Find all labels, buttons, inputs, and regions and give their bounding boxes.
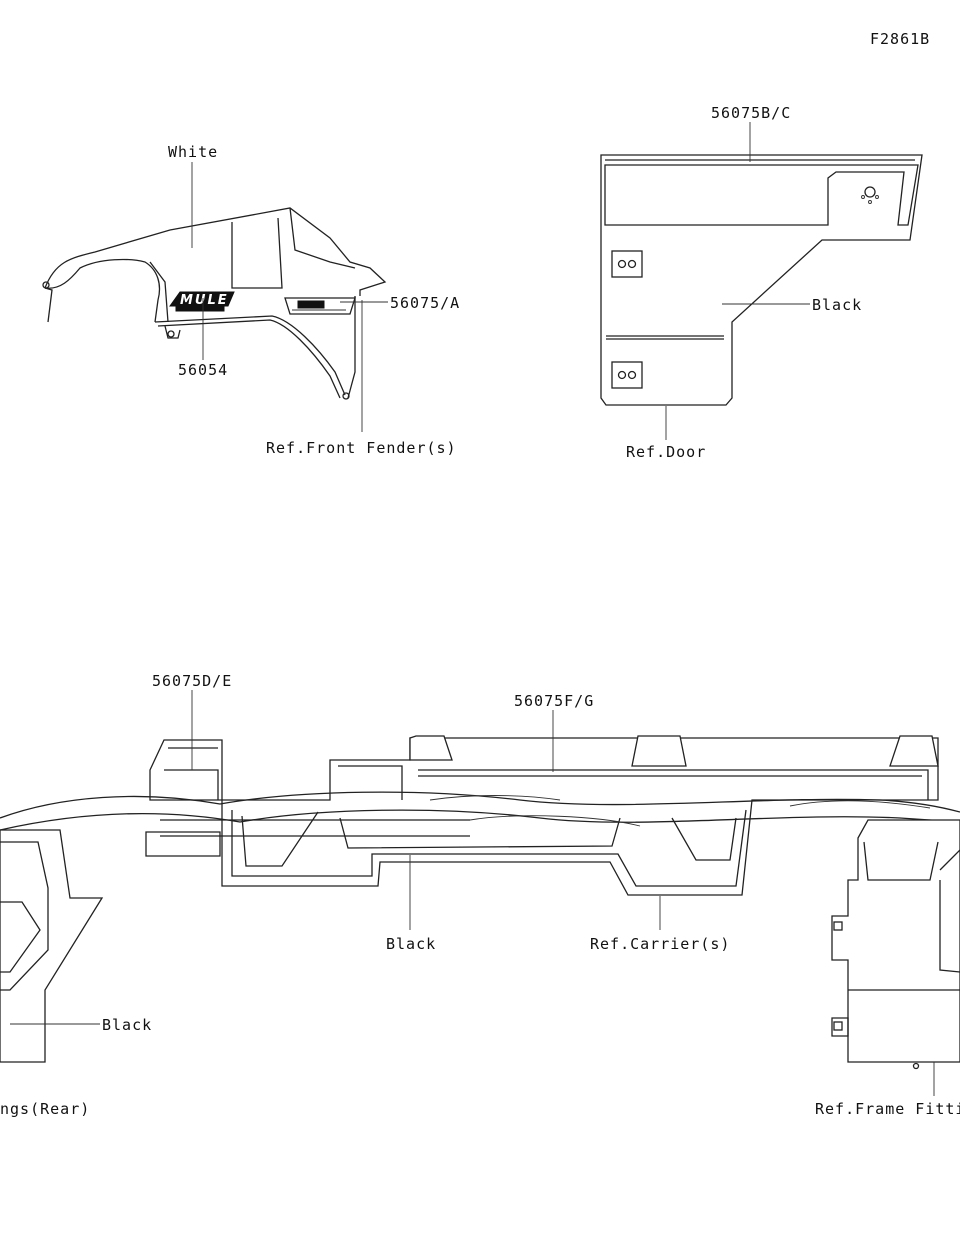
door-drawing (600, 154, 923, 406)
label-ref-rear-partial: ngs(Rear) (0, 1100, 90, 1118)
label-ref-door: Ref.Door (626, 443, 706, 461)
fender-emblem (284, 297, 356, 315)
label-black-left: Black (102, 1016, 152, 1034)
carrier-drawing (0, 735, 960, 1070)
mule-logo: MULE (169, 291, 235, 312)
label-56075bc: 56075B/C (711, 104, 791, 122)
label-56054: 56054 (178, 361, 228, 379)
label-ref-carrier: Ref.Carrier(s) (590, 935, 730, 953)
label-ref-front-fender: Ref.Front Fender(s) (266, 439, 457, 457)
label-black-door: Black (812, 296, 862, 314)
label-white: White (168, 143, 218, 161)
label-56075a: 56075/A (390, 294, 460, 312)
label-56075de: 56075D/E (152, 672, 232, 690)
label-black-carrier: Black (386, 935, 436, 953)
label-ref-frame-partial: Ref.Frame Fitti (815, 1100, 960, 1118)
front-fender-drawing: MULE (42, 207, 387, 400)
label-56075fg: 56075F/G (514, 692, 594, 710)
figure-code: F2861B (870, 30, 930, 48)
